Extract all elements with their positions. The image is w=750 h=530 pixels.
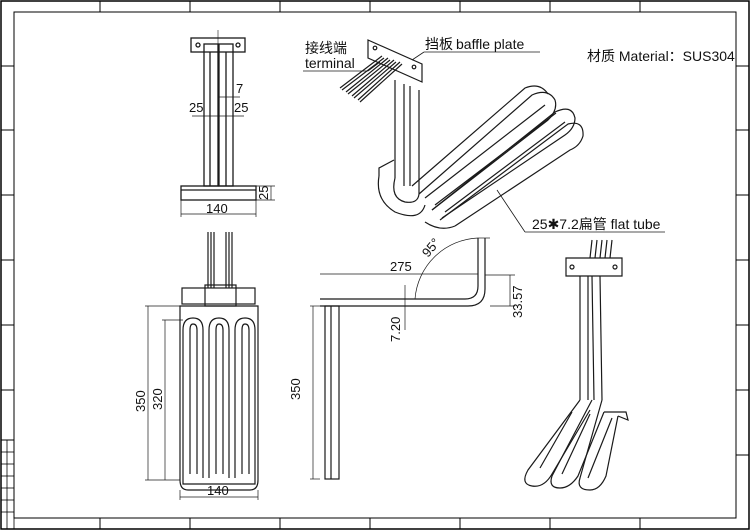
baffle-label-en: baffle plate <box>456 36 524 52</box>
dim-front-width: 140 <box>207 483 229 498</box>
dim-side-right-width: 25 <box>234 100 248 115</box>
front-view <box>145 232 259 500</box>
profile-view <box>310 237 515 480</box>
dim-profile-angle: 95° <box>419 235 443 260</box>
material-label: 材质 Material：SUS304 <box>587 48 735 64</box>
dim-front-height-inner: 320 <box>150 388 165 410</box>
leader-lines <box>303 51 665 233</box>
dim-profile-thickness: 7.20 <box>388 317 403 342</box>
dim-side-base-height: 25 <box>256 186 271 200</box>
dim-side-base-width: 140 <box>206 201 228 216</box>
flat-tube-label: 25✱7.2扁管 flat tube <box>532 216 661 232</box>
terminal-label-cn: 接线端 <box>305 40 347 56</box>
dim-profile-length: 275 <box>390 259 412 274</box>
dim-side-left-width: 25 <box>189 100 203 115</box>
dim-profile-height: 350 <box>288 378 303 400</box>
perspective-view <box>524 239 629 491</box>
side-view <box>180 30 275 217</box>
dim-profile-offset: 33.57 <box>510 285 525 318</box>
isometric-view <box>339 39 584 229</box>
dim-front-height-outer: 350 <box>133 390 148 412</box>
baffle-label-cn: 挡板 <box>425 36 453 52</box>
dim-side-gap: 7 <box>236 81 243 96</box>
title-strip <box>0 439 15 530</box>
terminal-label-en: terminal <box>305 55 355 71</box>
